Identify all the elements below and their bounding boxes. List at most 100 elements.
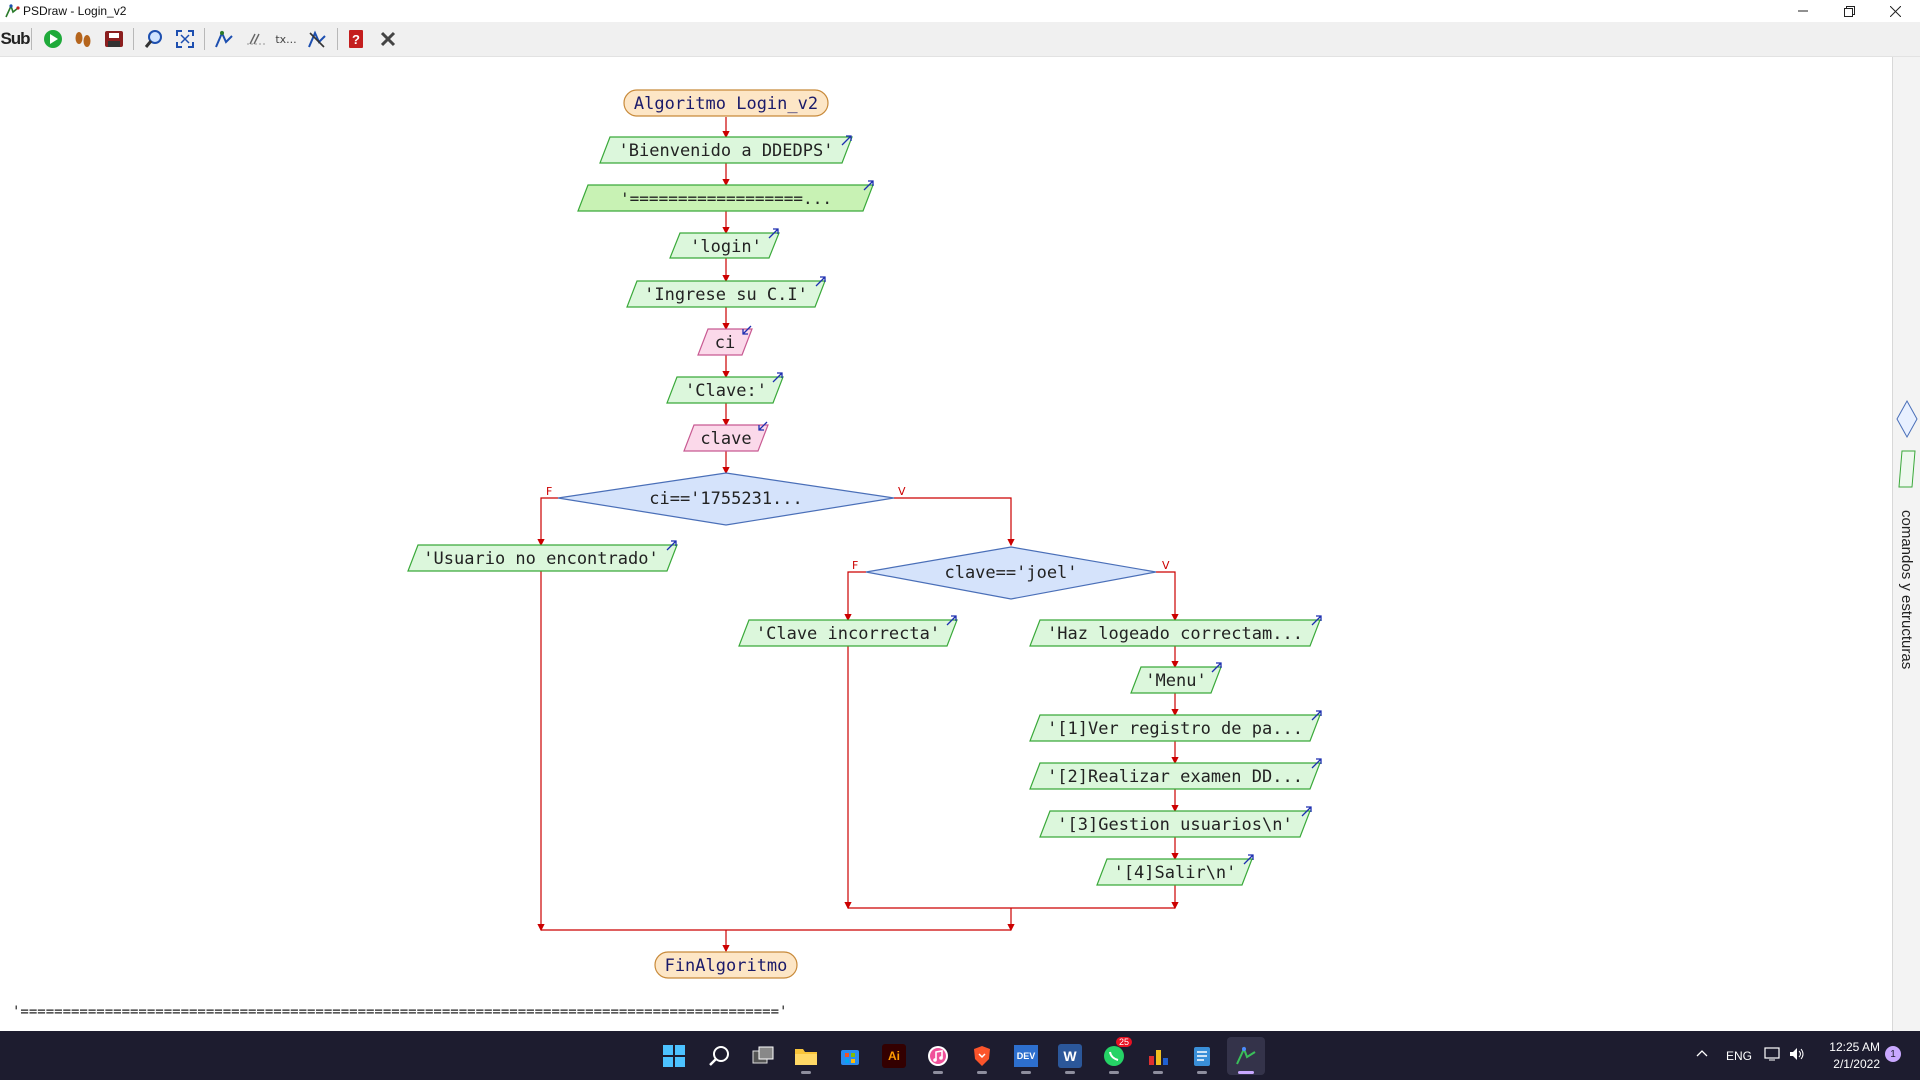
output-separator[interactable]: '==================...	[577, 180, 874, 212]
decision-ci[interactable]: ci=='1755231...	[557, 472, 895, 526]
diagram-canvas[interactable]	[0, 57, 1892, 1031]
svg-text:Algoritmo Login_v2: Algoritmo Login_v2	[634, 94, 818, 114]
close-button[interactable]	[375, 27, 401, 51]
output-option-3[interactable]: '[3]Gestion usuarios\n'	[1039, 806, 1312, 838]
toolbar: Sub tx... ?	[0, 22, 1920, 57]
output-option-4[interactable]: '[4]Salir\n'	[1096, 854, 1254, 886]
sub-button[interactable]: Sub	[0, 27, 30, 51]
taskbar: Ai DEV W 25 ENG 12:25 AM	[0, 1031, 1920, 1080]
chart-app-button[interactable]	[1139, 1037, 1177, 1075]
network-status[interactable]	[1764, 1046, 1782, 1065]
edit-flow-icon	[308, 30, 326, 48]
brave-button[interactable]	[963, 1037, 1001, 1075]
edit-button[interactable]	[304, 27, 330, 51]
svg-text:'[3]Gestion usuarios\n': '[3]Gestion usuarios\n'	[1057, 815, 1292, 835]
devc-button[interactable]: DEV	[1007, 1037, 1045, 1075]
output-user-not-found[interactable]: 'Usuario no encontrado'	[407, 540, 678, 572]
close-window-button[interactable]	[1872, 0, 1918, 22]
minimize-button[interactable]	[1780, 0, 1826, 22]
branch-label-true: V	[898, 485, 906, 498]
svg-text:ci: ci	[715, 333, 735, 353]
output-arrow-icon	[1311, 710, 1322, 721]
save-button[interactable]	[101, 27, 127, 51]
close-icon	[380, 31, 396, 47]
branch-label-false: F	[546, 485, 552, 498]
illustrator-button[interactable]: Ai	[875, 1037, 913, 1075]
text-icon: tx...	[275, 32, 297, 46]
output-shape-icon	[1898, 450, 1916, 488]
whatsapp-button[interactable]: 25	[1095, 1037, 1133, 1075]
layout-icon	[215, 30, 233, 48]
output-arrow-icon	[1311, 615, 1322, 626]
output-wrong-password[interactable]: 'Clave incorrecta'	[738, 615, 958, 647]
output-logged-in[interactable]: 'Haz logeado correctam...	[1029, 615, 1322, 647]
output-arrow-icon	[772, 372, 783, 383]
svg-text:'Usuario no encontrado': 'Usuario no encontrado'	[423, 549, 658, 569]
fit-button[interactable]	[172, 27, 198, 51]
output-clave-prompt[interactable]: 'Clave:'	[666, 372, 784, 404]
output-option-1[interactable]: '[1]Ver registro de pa...	[1029, 710, 1322, 742]
flowchart: F V F V Algoritmo Login_v2 'Bienvenido a…	[407, 89, 1322, 979]
language-indicator[interactable]: ENG	[1726, 1049, 1753, 1063]
commands-panel[interactable]	[1892, 57, 1920, 1031]
output-login[interactable]: 'login'	[669, 228, 780, 259]
start-icon	[663, 1045, 685, 1067]
zoom-button[interactable]	[141, 27, 167, 51]
output-arrow-icon	[1243, 854, 1254, 865]
svg-text:?: ?	[352, 32, 360, 47]
restore-button[interactable]	[1826, 0, 1872, 22]
step-button[interactable]	[70, 27, 96, 51]
task-view-button[interactable]	[744, 1037, 782, 1075]
notification-center[interactable]: 1	[1885, 1046, 1901, 1062]
clock[interactable]: 12:25 AM 2/1/2022	[1820, 1040, 1880, 1071]
svg-text:'Ingrese su C.I': 'Ingrese su C.I'	[644, 285, 808, 305]
chevron-up-icon	[1696, 1050, 1708, 1057]
layout-button[interactable]	[211, 27, 237, 51]
svg-text:clave: clave	[700, 429, 751, 449]
psdraw-logo-icon	[5, 3, 20, 18]
devc-icon: DEV	[1014, 1045, 1038, 1067]
psdraw-button[interactable]	[1227, 1037, 1265, 1075]
input-ci[interactable]: ci	[697, 325, 753, 356]
volume-control[interactable]	[1788, 1046, 1806, 1065]
comments-icon	[247, 33, 265, 45]
comments-button[interactable]	[243, 27, 269, 51]
search-button[interactable]	[700, 1037, 738, 1075]
task-view-icon	[752, 1046, 774, 1064]
store-button[interactable]	[831, 1037, 869, 1075]
input-clave[interactable]: clave	[683, 421, 769, 452]
decision-clave[interactable]: clave=='joel'	[865, 546, 1157, 600]
minimize-icon	[1798, 10, 1808, 12]
tray-chevron[interactable]	[1696, 1047, 1708, 1061]
run-button[interactable]	[40, 27, 66, 51]
branch-label-true: V	[1162, 559, 1170, 572]
end-node[interactable]: FinAlgoritmo	[654, 951, 798, 979]
connectors	[537, 117, 1179, 953]
word-button[interactable]: W	[1051, 1037, 1089, 1075]
svg-text:'login': 'login'	[690, 237, 762, 257]
output-arrow-icon	[863, 180, 874, 191]
svg-text:'==================...: '==================...	[620, 189, 832, 208]
svg-text:clave=='joel': clave=='joel'	[944, 563, 1077, 583]
output-menu[interactable]: 'Menu'	[1130, 662, 1222, 694]
clock-date: 2/1/2022	[1833, 1057, 1880, 1071]
start-button[interactable]	[655, 1037, 693, 1075]
start-node[interactable]: Algoritmo Login_v2	[623, 89, 829, 117]
output-arrow-icon	[1301, 806, 1312, 817]
output-option-2[interactable]: '[2]Realizar examen DD...	[1029, 758, 1322, 790]
output-ci-prompt[interactable]: 'Ingrese su C.I'	[626, 276, 826, 308]
status-separator-text: '=======================================…	[12, 1004, 788, 1020]
help-button[interactable]: ?	[344, 27, 370, 51]
branch-label-false: F	[852, 559, 858, 572]
output-arrow-icon	[946, 615, 957, 626]
itunes-button[interactable]	[919, 1037, 957, 1075]
file-explorer-button[interactable]	[787, 1037, 825, 1075]
notepad-button[interactable]	[1183, 1037, 1221, 1075]
side-panel-label: comandos y estructuras	[1898, 510, 1915, 670]
search-icon	[709, 1046, 729, 1066]
output-welcome[interactable]: 'Bienvenido a DDEDPS'	[599, 135, 853, 164]
text-button[interactable]: tx...	[273, 27, 299, 51]
input-arrow-icon	[742, 325, 752, 335]
svg-text:'Clave:': 'Clave:'	[685, 381, 767, 401]
illustrator-icon: Ai	[882, 1044, 906, 1068]
